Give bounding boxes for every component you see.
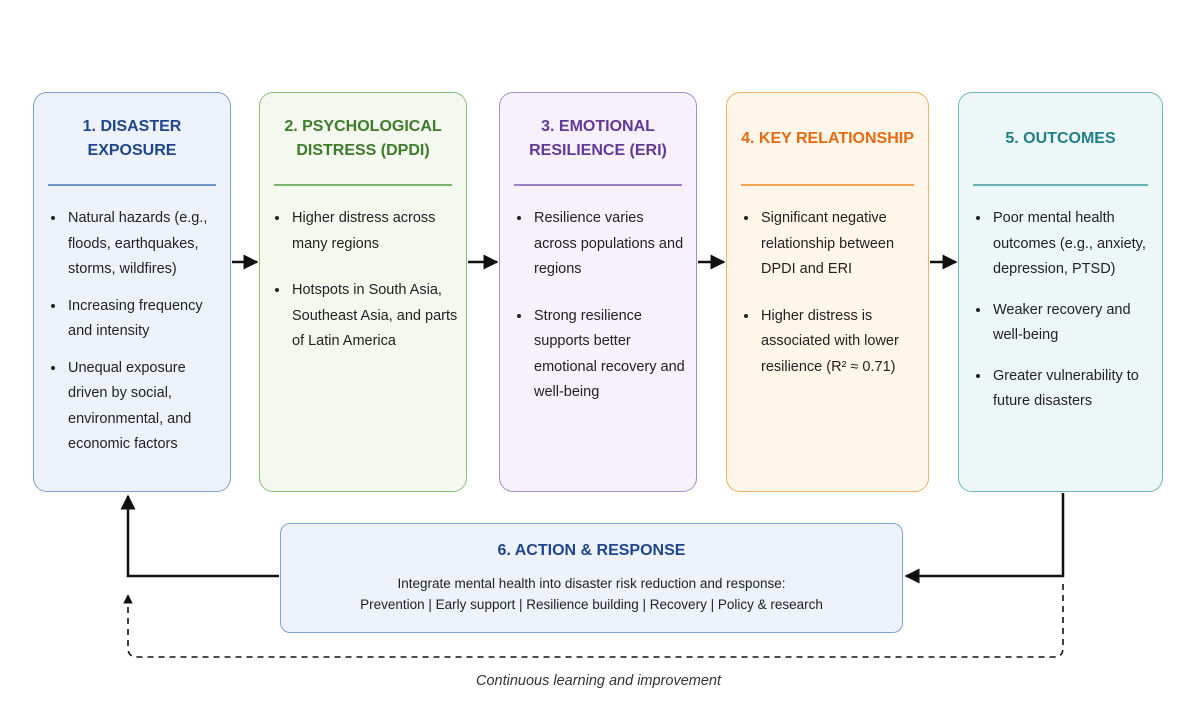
feedback-loop-dashed <box>123 584 1064 658</box>
list-item: Significant negative relationship betwee… <box>759 205 920 283</box>
loop-label: Continuous learning and improvement <box>475 673 722 689</box>
arrow-action-to-exposure <box>120 494 279 578</box>
divider <box>48 184 216 186</box>
list-item: Strong resilience supports better emotio… <box>532 303 688 406</box>
list-item: Resilience varies across populations and… <box>532 205 688 283</box>
list-item: Poor mental health outcomes (e.g., anxie… <box>991 205 1154 283</box>
action-title: 6. ACTION & RESPONSE <box>497 542 686 559</box>
list-item: Natural hazards (e.g., floods, earthquak… <box>66 205 222 283</box>
list-item: Greater vulnerability to future disaster… <box>991 363 1154 415</box>
disaster-exposure-box: 1. DISASTER EXPOSURE Natural hazards (e.… <box>33 92 231 492</box>
box-title: 5. OUTCOMES <box>1005 130 1116 147</box>
box-title: 2. PSYCHOLOGICAL DISTRESS (DPDI) <box>284 118 442 159</box>
list-item: Hotspots in South Asia, Southeast Asia, … <box>290 277 458 355</box>
action-response-box: 6. ACTION & RESPONSE Integrate mental he… <box>280 523 903 633</box>
bullet-list: Poor mental health outcomes (e.g., anxie… <box>959 205 1154 429</box>
list-item: Higher distress across many regions <box>290 205 458 257</box>
bullet-list: Natural hazards (e.g., floods, earthquak… <box>34 205 222 468</box>
box-title: 1. DISASTER EXPOSURE <box>82 118 182 159</box>
divider <box>514 184 682 186</box>
action-description: Integrate mental health into disaster ri… <box>397 576 786 591</box>
list-item: Weaker recovery and well-being <box>991 297 1154 349</box>
divider <box>741 184 914 186</box>
list-item: Increasing frequency and intensity <box>66 293 222 345</box>
action-items: Prevention | Early support | Resilience … <box>360 597 823 612</box>
bullet-list: Higher distress across many regions Hots… <box>260 205 458 375</box>
list-item: Higher distress is associated with lower… <box>759 303 920 381</box>
psychological-distress-box: 2. PSYCHOLOGICAL DISTRESS (DPDI) Higher … <box>259 92 467 492</box>
box-title: 4. KEY RELATIONSHIP <box>741 130 914 147</box>
emotional-resilience-box: 3. EMOTIONAL RESILIENCE (ERI) Resilience… <box>499 92 697 492</box>
divider <box>274 184 452 186</box>
bullet-list: Resilience varies across populations and… <box>500 205 688 426</box>
divider <box>973 184 1148 186</box>
bullet-list: Significant negative relationship betwee… <box>727 205 920 400</box>
box-title: 3. EMOTIONAL RESILIENCE (ERI) <box>529 118 667 159</box>
outcomes-box: 5. OUTCOMES Poor mental health outcomes … <box>958 92 1163 492</box>
list-item: Unequal exposure driven by social, envir… <box>66 355 222 458</box>
arrow-outcomes-to-action <box>904 493 1065 584</box>
key-relationship-box: 4. KEY RELATIONSHIP Significant negative… <box>726 92 929 492</box>
